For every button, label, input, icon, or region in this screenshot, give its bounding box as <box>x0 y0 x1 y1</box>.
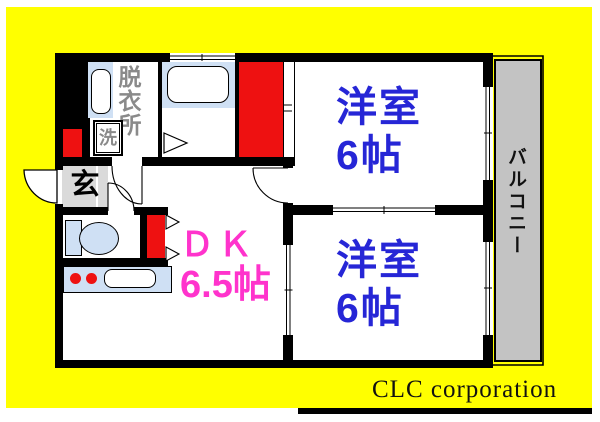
shoe-box-red <box>62 129 82 157</box>
storage-red-dk <box>147 215 165 258</box>
wall-right-3 <box>483 335 493 368</box>
room-name: 洋室 <box>336 84 422 130</box>
window-top <box>170 53 235 62</box>
room-size: 6帖 <box>336 131 404 178</box>
wall-bath-closet <box>235 62 239 157</box>
entrance-floor <box>62 162 108 207</box>
label-balcony: バルコニー <box>505 147 526 257</box>
stove-burner-icon <box>70 273 81 284</box>
wall-vanity-bath <box>158 62 162 157</box>
wall-top-2 <box>235 53 493 62</box>
wall-left-upper <box>55 53 63 170</box>
company-name: CLC corporation <box>372 376 558 403</box>
washbasin-sink-icon <box>91 69 111 114</box>
wall-rooms-divider-1 <box>288 205 333 215</box>
wall-top-1 <box>55 53 170 62</box>
label-western-room-top: 洋室 6帖 <box>336 84 422 180</box>
wall-bottom <box>55 360 493 368</box>
wall-hall-2 <box>134 207 168 215</box>
washing-machine-icon: 洗 <box>93 120 123 156</box>
wall-right-2 <box>483 180 493 242</box>
sliding-door-dk-room <box>284 245 293 335</box>
wall-left-lower <box>55 204 63 368</box>
room-size: 6帖 <box>336 284 404 331</box>
closet-sliding-door <box>283 62 295 157</box>
wall-dk-divider-2 <box>283 203 293 245</box>
wall-right-1 <box>483 53 493 87</box>
wall-washroom-2 <box>142 157 295 166</box>
toilet-bowl-icon <box>79 222 119 255</box>
stove-burner-icon <box>86 273 97 284</box>
closet-red-top <box>239 62 283 157</box>
wall-toilet-bottom <box>55 258 168 266</box>
bathtub-icon <box>167 66 229 103</box>
footer-bar <box>298 408 592 414</box>
wall-dk-divider-3 <box>283 335 293 360</box>
window-balcony-top-room <box>483 87 493 180</box>
label-dk: ＤＫ 6.5帖 <box>180 226 271 307</box>
wall-dk-divider-1 <box>283 157 293 168</box>
label-entrance: 玄 <box>70 169 100 201</box>
sliding-door-between-rooms <box>333 205 435 215</box>
wall-rooms-divider-2 <box>435 205 483 215</box>
room-name: ＤＫ <box>180 226 256 264</box>
wall-hall-1 <box>55 207 108 215</box>
wall-washroom-1 <box>55 157 112 166</box>
label-western-room-bottom: 洋室 6帖 <box>336 237 422 333</box>
entrance-step-line <box>96 162 98 207</box>
room-name: 洋室 <box>336 237 422 283</box>
wall-toilet-right <box>140 215 147 258</box>
window-balcony-bottom-room <box>483 242 493 335</box>
label-washing-machine: 洗 <box>99 128 117 148</box>
room-size: 6.5帖 <box>180 264 271 307</box>
kitchen-sink-icon <box>104 269 156 288</box>
